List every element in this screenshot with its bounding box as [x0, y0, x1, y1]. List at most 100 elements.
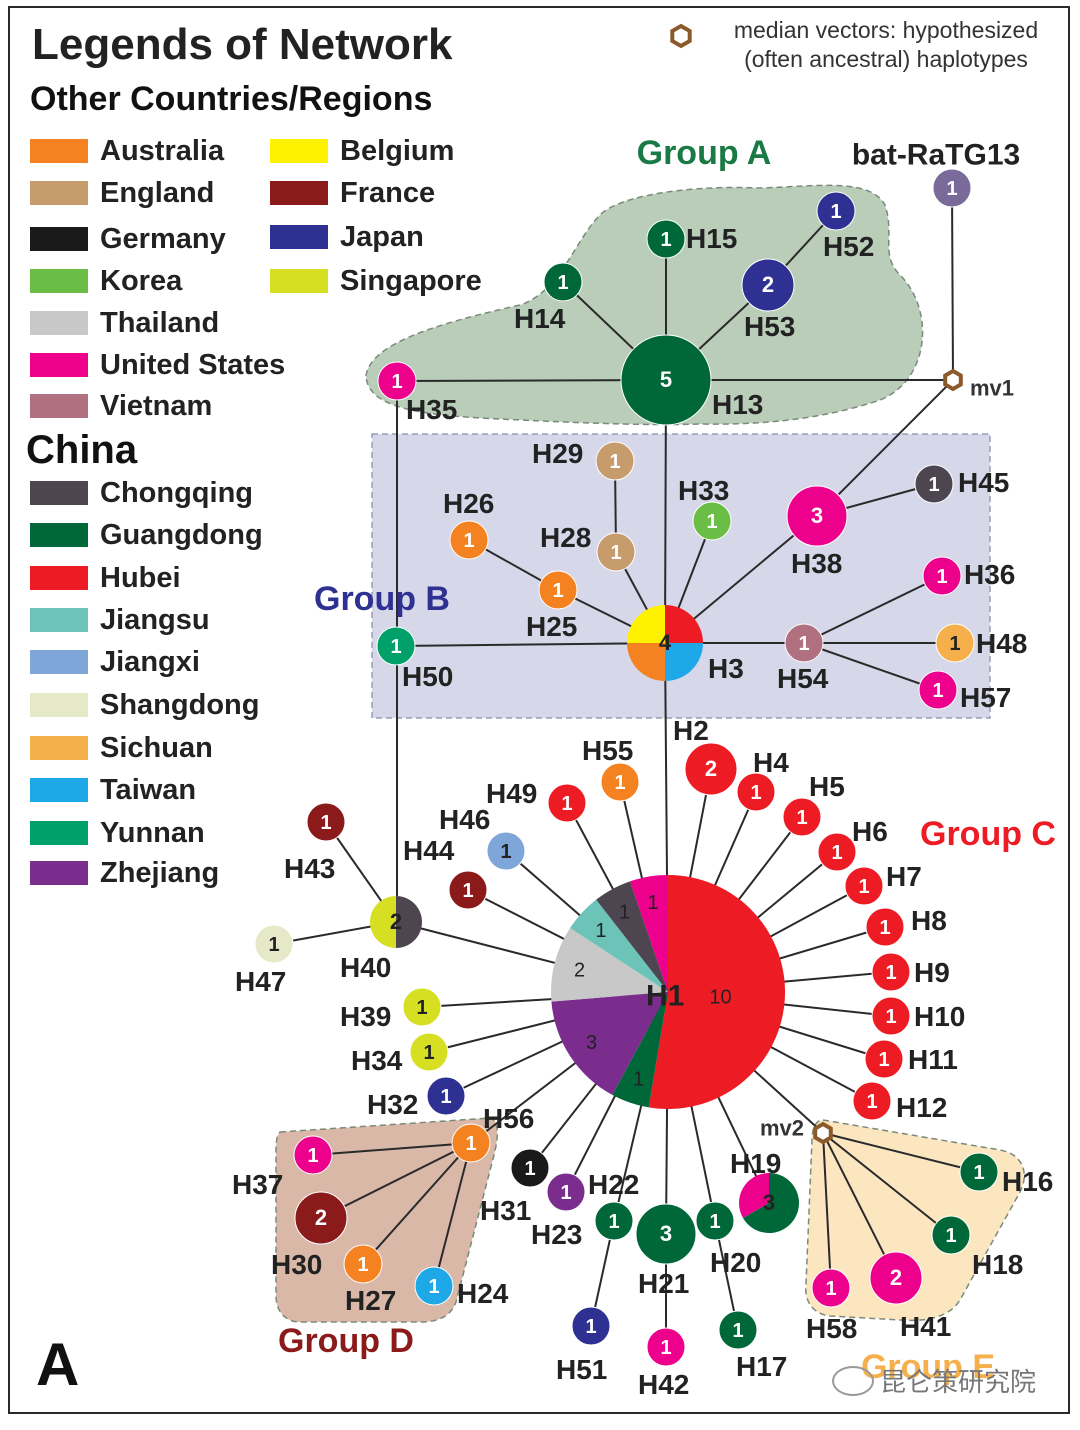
edge-H54-H57 [803, 642, 939, 691]
node-H46[interactable]: 1 [486, 831, 526, 871]
node-H40[interactable]: 2 [370, 896, 422, 948]
node-H51[interactable]: 1 [571, 1306, 611, 1346]
node-H24[interactable]: 1 [414, 1266, 454, 1306]
node-H11[interactable]: 1 [864, 1039, 904, 1079]
node-H17[interactable]: 1 [718, 1310, 758, 1350]
node-H22[interactable]: 1 [594, 1201, 634, 1241]
node-count: 1 [879, 917, 890, 939]
node-H53[interactable]: 2 [741, 258, 795, 312]
node-H50[interactable]: 1 [376, 626, 416, 666]
node-slice [665, 643, 703, 681]
node-H39[interactable]: 1 [402, 987, 442, 1027]
node-H2[interactable]: 2 [684, 742, 738, 796]
node-H21[interactable]: 3 [635, 1203, 697, 1265]
edge-H56-H37 [312, 1142, 472, 1156]
node-label: H39 [340, 1001, 391, 1032]
node-H8[interactable]: 1 [865, 907, 905, 947]
node-circle [254, 924, 294, 964]
node-H44[interactable]: 1 [448, 870, 488, 910]
node-H55[interactable]: 1 [600, 762, 640, 802]
node-H18[interactable]: 1 [931, 1215, 971, 1255]
node-circle [402, 987, 442, 1027]
node-H37[interactable]: 1 [293, 1135, 333, 1175]
node-H48[interactable]: 1 [935, 623, 975, 663]
node-H19[interactable]: 3 [739, 1173, 800, 1233]
node-H38[interactable]: 3 [786, 485, 848, 547]
node-H36[interactable]: 1 [922, 556, 962, 596]
node-H49[interactable]: 1 [547, 783, 587, 823]
node-H4[interactable]: 1 [736, 772, 776, 812]
node-label: H14 [514, 303, 566, 334]
legend-swatch [270, 181, 328, 205]
china-legend-item: Chongqing [30, 477, 253, 509]
slice-count: 2 [574, 960, 585, 982]
legend-swatch [30, 227, 88, 251]
node-H13[interactable]: 5 [620, 334, 712, 426]
legend-label: Sichuan [100, 731, 213, 764]
group-label: Group B [314, 580, 450, 618]
node-H29[interactable]: 1 [595, 441, 635, 481]
node-mv2[interactable] [813, 1121, 833, 1145]
node-circle [741, 258, 795, 312]
node-H32[interactable]: 1 [426, 1076, 466, 1116]
node-H54[interactable]: 1 [784, 623, 824, 663]
node-H47[interactable]: 1 [254, 924, 294, 964]
node-circle [959, 1152, 999, 1192]
legend-label: Japan [340, 220, 424, 253]
node-H5[interactable]: 1 [782, 797, 822, 837]
node-label: H2 [673, 715, 709, 746]
node-H23[interactable]: 1 [546, 1172, 586, 1212]
node-H56[interactable]: 1 [451, 1123, 491, 1163]
node-H12[interactable]: 1 [852, 1081, 892, 1121]
node-H14[interactable]: 1 [543, 262, 583, 302]
node-H41[interactable]: 2 [869, 1251, 923, 1305]
node-H42[interactable]: 1 [646, 1327, 686, 1367]
legend-label: Australia [100, 134, 225, 167]
node-H33[interactable]: 1 [692, 501, 732, 541]
node-circle [543, 262, 583, 302]
node-H15[interactable]: 1 [646, 219, 686, 259]
node-H58[interactable]: 1 [811, 1268, 851, 1308]
node-H10[interactable]: 1 [871, 996, 911, 1036]
node-slice [370, 896, 396, 948]
node-count: 4 [659, 630, 672, 655]
node-H7[interactable]: 1 [844, 866, 884, 906]
node-H34[interactable]: 1 [409, 1032, 449, 1072]
node-circle [646, 1327, 686, 1367]
edge-mv2-H58 [822, 1132, 832, 1289]
node-H28[interactable]: 1 [596, 532, 636, 572]
node-H27[interactable]: 1 [343, 1244, 383, 1284]
china-legend-item: Jiangxi [30, 646, 200, 678]
node-H9[interactable]: 1 [871, 952, 911, 992]
median-vector-icon [670, 23, 692, 49]
group-label: Group A [637, 134, 772, 172]
node-bat-RaTG13[interactable]: 1 [932, 168, 972, 208]
node-H30[interactable]: 2 [294, 1191, 348, 1245]
legend-swatch [30, 736, 88, 760]
node-H3[interactable]: 4 [627, 605, 703, 681]
node-count: 2 [762, 272, 774, 297]
node-H52[interactable]: 1 [816, 191, 856, 231]
node-H16[interactable]: 1 [959, 1152, 999, 1192]
node-circle [914, 464, 954, 504]
node-label: H58 [806, 1313, 857, 1344]
legend-swatch [30, 394, 88, 418]
node-H6[interactable]: 1 [817, 832, 857, 872]
node-H35[interactable]: 1 [377, 361, 417, 401]
node-H43[interactable]: 1 [306, 802, 346, 842]
node-label: H12 [896, 1092, 947, 1123]
node-H31[interactable]: 1 [510, 1148, 550, 1188]
watermark: 昆仑策研究院 [832, 1362, 1036, 1399]
node-H26[interactable]: 1 [449, 520, 489, 560]
node-circle [844, 866, 884, 906]
node-H45[interactable]: 1 [914, 464, 954, 504]
china-legend-item: Jiangsu [30, 604, 210, 636]
legend-swatch [270, 139, 328, 163]
node-H20[interactable]: 1 [695, 1201, 735, 1241]
node-label: H22 [588, 1169, 639, 1200]
node-H57[interactable]: 1 [918, 670, 958, 710]
node-H25[interactable]: 1 [538, 570, 578, 610]
node-mv1[interactable] [943, 368, 963, 392]
node-circle [596, 532, 636, 572]
